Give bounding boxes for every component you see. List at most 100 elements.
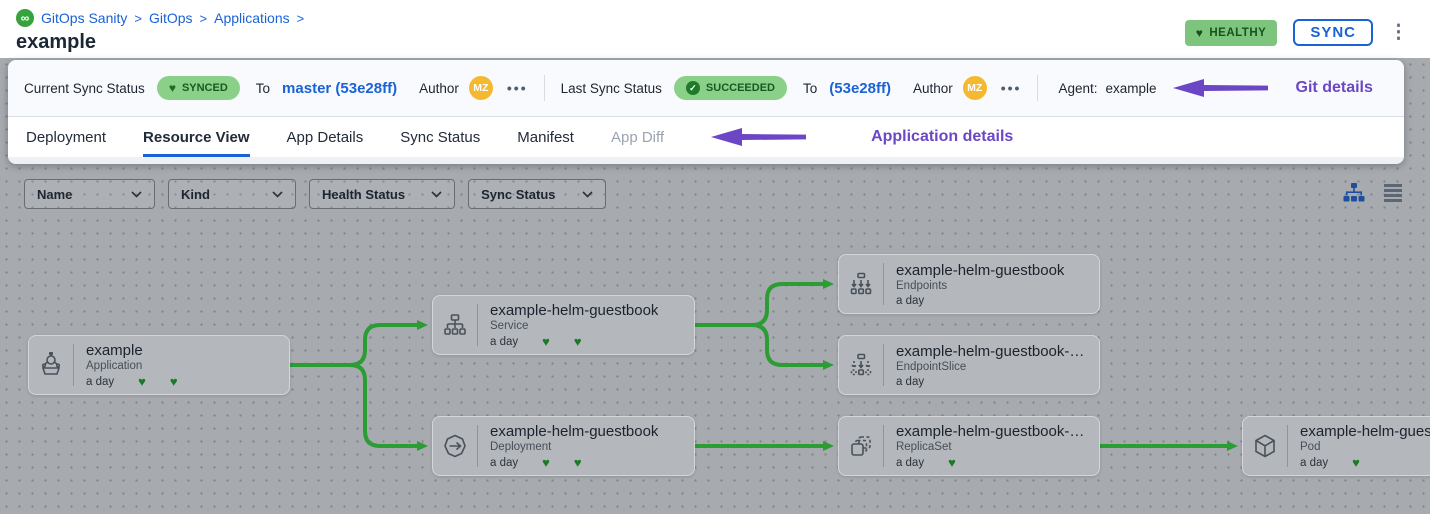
- tab-sync-status[interactable]: Sync Status: [400, 128, 481, 146]
- app-details-panel: Current Sync Status ♥ SYNCED To master (…: [8, 60, 1404, 164]
- pod-icon: [1255, 434, 1275, 458]
- current-sync-status-label: Current Sync Status: [24, 80, 145, 96]
- node-kind: Service: [490, 320, 529, 332]
- node-age: a day: [490, 456, 519, 469]
- node-age: a day: [490, 335, 519, 348]
- health-heart-icon: ♥: [138, 374, 146, 389]
- filter-label: Kind: [181, 186, 210, 202]
- node-kind: Pod: [1300, 441, 1321, 453]
- tree-node-service[interactable]: example-helm-guestbook Service a day ♥ ♥: [432, 295, 695, 355]
- more-options-icon[interactable]: •••: [506, 80, 528, 96]
- sync-button[interactable]: SYNC: [1293, 19, 1373, 46]
- author-label: Author: [419, 80, 459, 96]
- check-icon: ✓: [685, 81, 700, 95]
- tree-node-replicaset[interactable]: example-helm-guestbook-74... ReplicaSet …: [838, 416, 1100, 476]
- page-header: ∞ GitOps Sanity > GitOps > Applications …: [0, 0, 1430, 58]
- heart-icon: ♥: [168, 81, 176, 95]
- filter-dropdown-name[interactable]: Name: [24, 179, 155, 209]
- endpoints-icon: [850, 272, 872, 295]
- annotation-arrow-left-icon: [711, 128, 807, 146]
- node-kind: EndpointSlice: [895, 360, 967, 373]
- synced-badge: ♥ SYNCED: [156, 76, 240, 100]
- tree-node-endpointslice[interactable]: example-helm-guestbook-ct... EndpointSli…: [838, 335, 1100, 395]
- node-title: example-helm-guestbook-ct...: [895, 342, 1087, 360]
- sync-status-bar: Current Sync Status ♥ SYNCED To master (…: [8, 60, 1404, 117]
- last-sync-status-label: Last Sync Status: [560, 80, 662, 96]
- agent-value: example: [1105, 80, 1157, 96]
- page-title: example: [16, 31, 97, 53]
- breadcrumb-separator: >: [134, 10, 142, 26]
- node-title: example-helm-guestbook: [490, 302, 659, 319]
- node-age: a day: [86, 375, 115, 388]
- chevron-down-icon: [272, 190, 283, 198]
- more-options-icon[interactable]: •••: [1000, 80, 1022, 96]
- application-icon: [41, 352, 61, 375]
- replicaset-icon: [851, 436, 871, 456]
- tree-node-deployment[interactable]: example-helm-guestbook Deployment a day …: [432, 416, 695, 476]
- breadcrumb-separator: >: [199, 10, 208, 26]
- breadcrumb-link-applications[interactable]: Applications: [214, 10, 290, 26]
- tab-app-details[interactable]: App Details: [286, 128, 364, 146]
- divider: [1037, 75, 1039, 101]
- filter-dropdown-kind[interactable]: Kind: [168, 179, 296, 209]
- filter-dropdown-health-status[interactable]: Health Status: [309, 179, 456, 209]
- synced-badge-label: SYNCED: [181, 82, 228, 94]
- node-kind: Application: [86, 360, 143, 372]
- health-heart-icon: ♥: [573, 455, 582, 470]
- chevron-down-icon: [431, 190, 442, 198]
- tab-resource-view[interactable]: Resource View: [143, 117, 250, 157]
- node-title: example-helm-guest: [1300, 423, 1430, 440]
- node-kind: Endpoints: [896, 279, 948, 292]
- tree-view-icon[interactable]: [1342, 182, 1366, 203]
- health-status-badge: ♥ HEALTHY: [1184, 19, 1278, 46]
- to-label: To: [255, 80, 271, 96]
- health-heart-icon: ♥: [948, 455, 956, 470]
- tabs-bar: Deployment Resource View App Details Syn…: [8, 117, 1404, 157]
- filter-bar: Name Kind Health Status Sync Status: [24, 179, 606, 209]
- agent-label: Agent:: [1058, 80, 1098, 96]
- git-details-annotation: Git details: [1295, 79, 1373, 96]
- health-heart-icon: ♥: [542, 455, 550, 470]
- last-commit-link[interactable]: (53e28ff): [829, 79, 891, 97]
- tree-node-pod[interactable]: example-helm-guest Pod a day ♥: [1242, 416, 1430, 476]
- succeeded-badge-label: SUCCEEDED: [705, 82, 775, 94]
- node-age: a day: [896, 294, 925, 307]
- list-view-icon[interactable]: [1382, 183, 1404, 202]
- heart-icon: ♥: [1195, 25, 1204, 40]
- node-title: example-helm-guestbook-74...: [895, 423, 1087, 440]
- author-label: Author: [912, 80, 953, 96]
- kebab-menu-icon[interactable]: ⋮: [1389, 22, 1408, 43]
- health-status-label: HEALTHY: [1209, 26, 1267, 39]
- breadcrumb: ∞ GitOps Sanity > GitOps > Applications …: [16, 9, 304, 27]
- node-age: a day: [895, 456, 925, 469]
- tree-node-application-example[interactable]: example Application a day ♥ ♥: [28, 335, 290, 395]
- gitops-logo-icon: ∞: [16, 9, 34, 27]
- node-title: example-helm-guestbook: [896, 261, 1065, 279]
- health-heart-icon: ♥: [573, 334, 582, 349]
- service-icon: [444, 314, 466, 335]
- filter-label: Health Status: [322, 186, 406, 202]
- tree-node-endpoints[interactable]: example-helm-guestbook Endpoints a day: [838, 254, 1100, 314]
- health-heart-icon: ♥: [542, 334, 550, 349]
- node-kind: ReplicaSet: [895, 441, 952, 453]
- endpointslice-icon: [850, 353, 872, 376]
- author-avatar: MZ: [962, 76, 987, 100]
- breadcrumb-link-gitops-sanity[interactable]: GitOps Sanity: [41, 10, 128, 26]
- health-heart-icon: ♥: [1352, 455, 1360, 470]
- filter-dropdown-sync-status[interactable]: Sync Status: [468, 179, 606, 209]
- node-kind: Deployment: [490, 441, 552, 453]
- current-commit-link[interactable]: master (53e28ff): [282, 79, 398, 97]
- application-details-annotation: Application details: [871, 128, 1014, 145]
- annotation-arrow-left-icon: [1172, 79, 1268, 97]
- tab-deployment[interactable]: Deployment: [26, 128, 107, 146]
- filter-label: Sync Status: [481, 186, 556, 202]
- author-avatar: MZ: [468, 76, 493, 100]
- breadcrumb-link-gitops[interactable]: GitOps: [148, 10, 193, 26]
- node-title: example-helm-guestbook: [490, 423, 659, 440]
- panel-footer: [8, 157, 1404, 164]
- tab-manifest[interactable]: Manifest: [517, 128, 574, 146]
- node-title: example: [86, 342, 143, 359]
- divider: [543, 75, 545, 101]
- health-heart-icon: ♥: [169, 374, 178, 389]
- tab-app-diff[interactable]: App Diff: [610, 128, 665, 146]
